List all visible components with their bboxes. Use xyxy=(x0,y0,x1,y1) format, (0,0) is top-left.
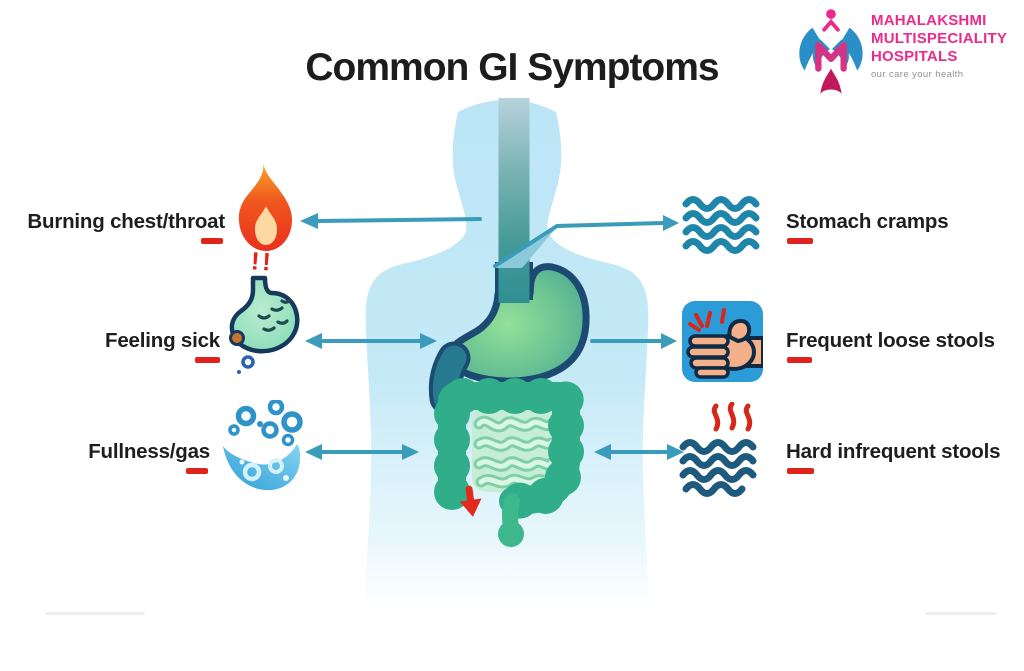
symptom-label: Burning chest/throat xyxy=(27,210,225,233)
hospital-logo: MAHALAKSHMI MULTISPECIALITY HOSPITALS ou… xyxy=(795,6,1019,100)
stomach-organ xyxy=(447,263,590,385)
symptom-label: Feeling sick xyxy=(105,329,220,352)
symptom-row-feeling-sick: Feeling sick xyxy=(20,329,220,363)
exclamation-marks: !! xyxy=(250,247,275,277)
symptom-row-cramps: Stomach cramps xyxy=(786,210,949,244)
symptom-label: Hard infrequent stools xyxy=(786,440,1001,463)
symptom-label: Frequent loose stools xyxy=(786,329,995,352)
footer-smudge-left xyxy=(45,612,145,615)
logo-name-line2: MULTISPECIALITY xyxy=(871,30,1008,47)
red-dash xyxy=(186,468,208,474)
symptom-label: Fullness/gas xyxy=(88,440,210,463)
symptom-row-fullness: Fullness/gas xyxy=(20,440,210,474)
lotus-logo-icon xyxy=(799,9,863,94)
page-title: Common GI Symptoms xyxy=(305,46,719,89)
large-intestine xyxy=(434,378,584,519)
red-dash xyxy=(787,238,813,244)
logo-tagline: our care your health xyxy=(871,69,964,80)
red-dash xyxy=(787,357,812,363)
symptom-row-burning: Burning chest/throat xyxy=(20,210,225,244)
rectum-end xyxy=(498,521,524,547)
symptom-row-loose-stools: Frequent loose stools xyxy=(786,329,995,363)
symptom-label: Stomach cramps xyxy=(786,210,949,233)
logo-name-line1: MAHALAKSHMI xyxy=(871,12,987,29)
red-dash xyxy=(787,468,814,474)
red-dash xyxy=(195,357,220,363)
red-dash xyxy=(201,238,223,244)
red-down-arrow xyxy=(459,485,482,517)
logo-name-line3: HOSPITALS xyxy=(871,48,958,65)
connector-arrows xyxy=(300,213,684,460)
symptom-row-hard-stools: Hard infrequent stools xyxy=(786,440,1000,474)
footer-smudge-right xyxy=(925,612,997,615)
